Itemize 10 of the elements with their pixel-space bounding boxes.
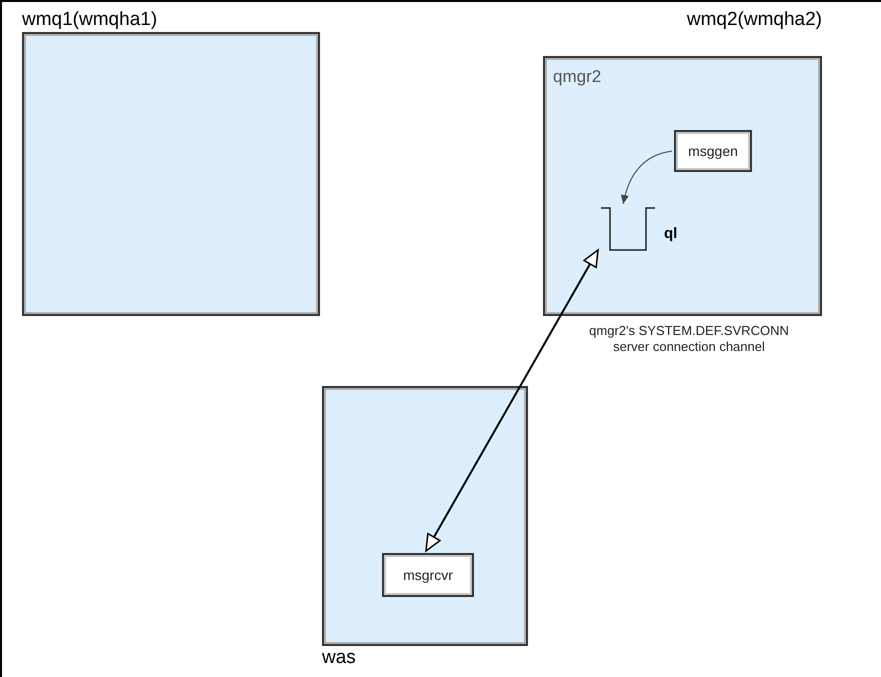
server-title: wmq2(wmqha2)	[686, 8, 822, 32]
application-box: msggen	[674, 130, 752, 172]
arrow	[621, 150, 672, 204]
server-title: was	[322, 646, 356, 670]
arrow	[425, 249, 599, 552]
queue-name: ql	[664, 224, 678, 244]
queue-manager-name: qmgr2	[553, 66, 602, 88]
edge-label: qmgr2's SYSTEM.DEF.SVRCONN server connection channel	[588, 323, 790, 355]
application-box: msgrcvr	[382, 553, 474, 597]
server-title: wmq1(wmqha1)	[22, 8, 158, 32]
